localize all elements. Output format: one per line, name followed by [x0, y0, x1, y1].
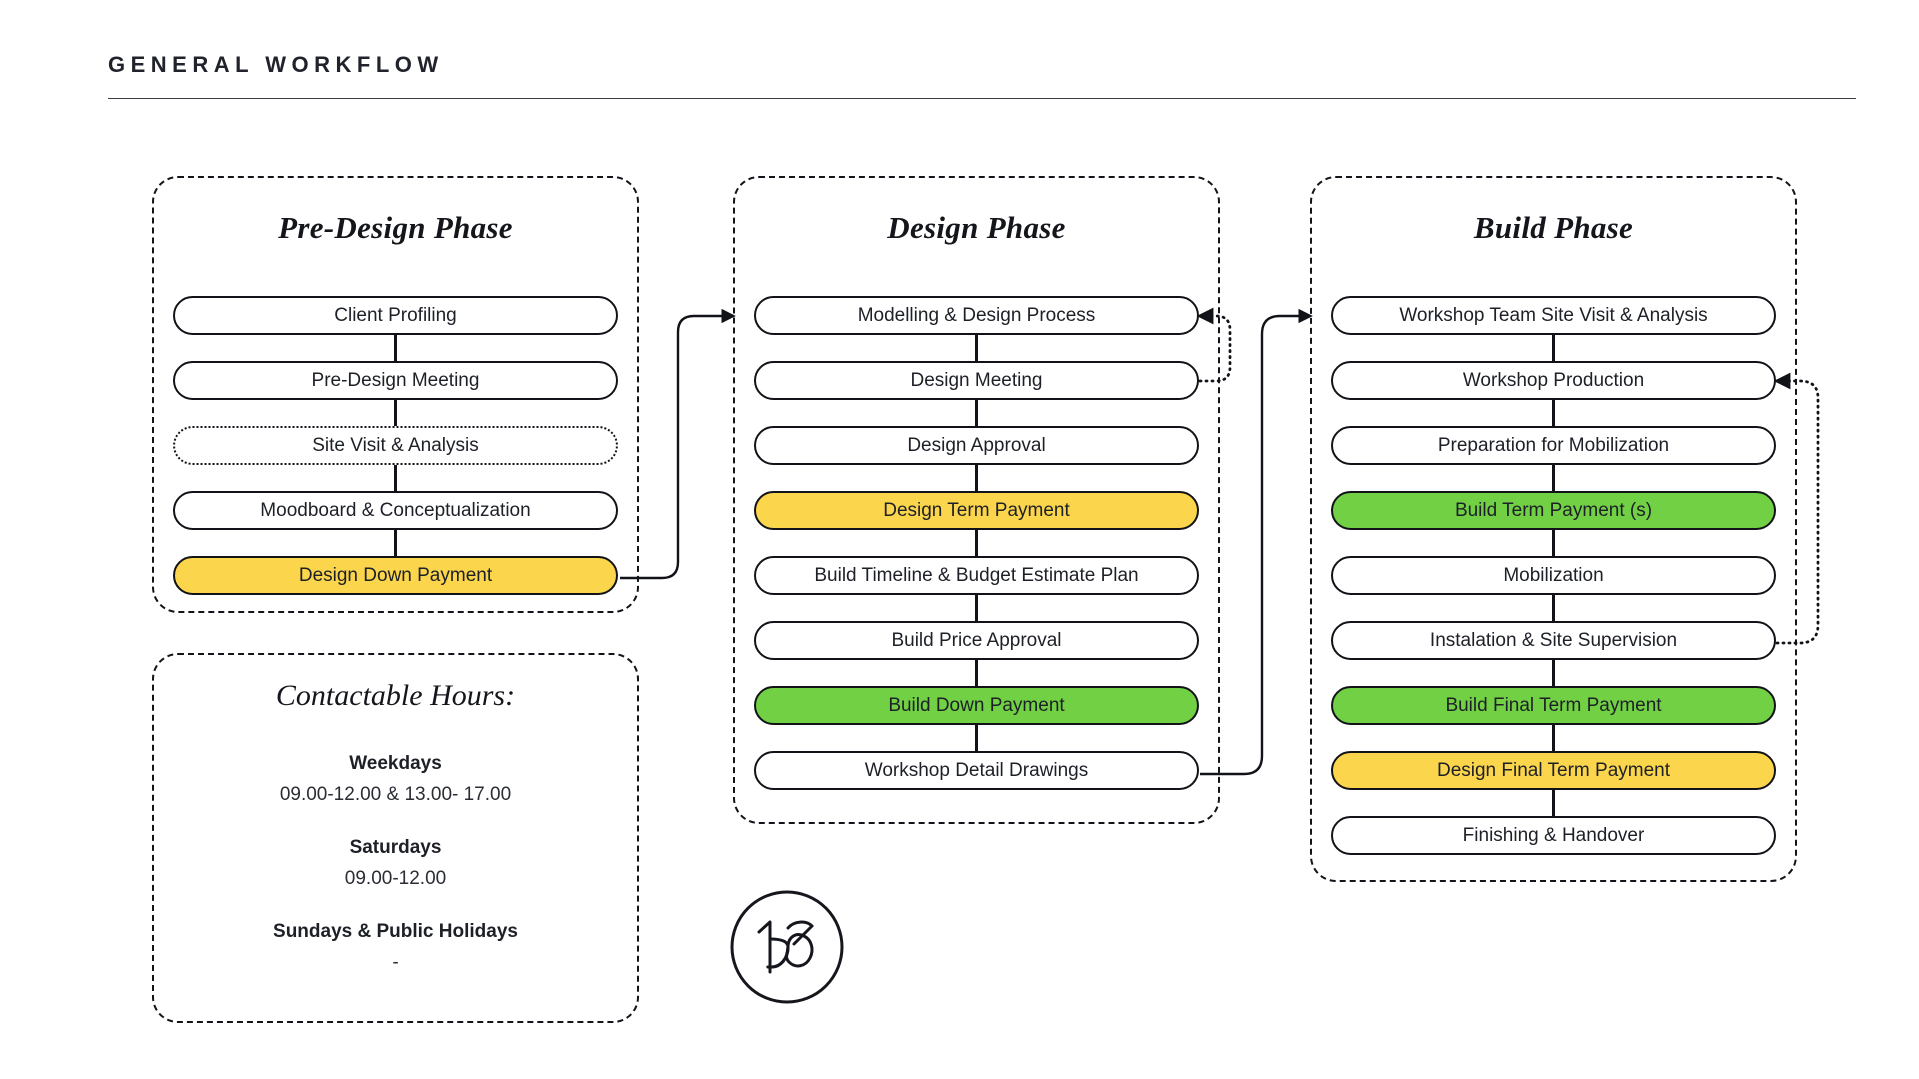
step-connector [1552, 790, 1555, 816]
phase-title-build: Build Phase [1473, 210, 1634, 245]
step-connector [975, 725, 978, 751]
step-label: Mobilization [1503, 564, 1604, 586]
step-label: Build Timeline & Budget Estimate Plan [814, 564, 1139, 586]
step-label: Modelling & Design Process [857, 304, 1096, 326]
step-connector [975, 595, 978, 621]
step-label: Preparation for Mobilization [1437, 434, 1670, 456]
hours-time-value: 09.00-12.00 [344, 868, 447, 889]
hours-group-sundays: Sundays & Public Holidays - [154, 921, 637, 974]
step-pill[interactable]: Finishing & Handover [1331, 816, 1776, 855]
step-pill[interactable]: Mobilization [1331, 556, 1776, 595]
step-label: Site Visit & Analysis [312, 434, 479, 456]
step-connector [975, 465, 978, 491]
step-label: Design Meeting [910, 369, 1043, 391]
step-label: Pre-Design Meeting [311, 369, 480, 391]
hours-day-label: Saturdays [349, 837, 442, 858]
hours-day-label: Sundays & Public Holidays [273, 921, 518, 942]
step-connector [1552, 465, 1555, 491]
hours-day-label: Weekdays [349, 753, 442, 774]
step-pill[interactable]: Site Visit & Analysis [173, 426, 618, 465]
step-connector [975, 530, 978, 556]
step-pill[interactable]: Design Down Payment [173, 556, 618, 595]
page-header: GENERAL WORKFLOW [108, 52, 1856, 99]
step-pill[interactable]: Workshop Detail Drawings [754, 751, 1199, 790]
step-label: Moodboard & Conceptualization [260, 499, 531, 521]
step-pill[interactable]: Client Profiling [173, 296, 618, 335]
step-connector [1552, 335, 1555, 361]
step-connector [1552, 595, 1555, 621]
hours-group-saturdays: Saturdays 09.00-12.00 [154, 837, 637, 890]
step-label: Instalation & Site Supervision [1429, 629, 1678, 651]
phase-title-design: Design Phase [887, 210, 1066, 245]
step-pill[interactable]: Instalation & Site Supervision [1331, 621, 1776, 660]
header-divider [108, 98, 1856, 99]
step-label: Build Price Approval [891, 629, 1062, 651]
step-pill[interactable]: Build Final Term Payment [1331, 686, 1776, 725]
step-connector [394, 530, 397, 556]
step-label: Build Final Term Payment [1445, 694, 1662, 716]
step-label: Workshop Production [1462, 369, 1645, 391]
brand-logo-icon [730, 890, 844, 1004]
step-label: Workshop Team Site Visit & Analysis [1399, 304, 1708, 326]
step-connector [394, 400, 397, 426]
page-title: GENERAL WORKFLOW [108, 52, 444, 77]
step-connector [1552, 530, 1555, 556]
hours-time-value: - [392, 952, 399, 973]
step-label: Design Down Payment [298, 564, 493, 586]
step-pill[interactable]: Build Timeline & Budget Estimate Plan [754, 556, 1199, 595]
hours-time-value: 09.00-12.00 & 13.00- 17.00 [279, 784, 512, 805]
step-connector [1552, 660, 1555, 686]
step-label: Client Profiling [334, 304, 457, 326]
step-connector [975, 335, 978, 361]
step-pill[interactable]: Design Meeting [754, 361, 1199, 400]
step-connector [394, 465, 397, 491]
step-connector [394, 335, 397, 361]
step-label: Workshop Detail Drawings [864, 759, 1089, 781]
step-label: Design Term Payment [883, 499, 1070, 521]
contactable-hours-title: Contactable Hours: [275, 679, 516, 712]
step-pill[interactable]: Design Term Payment [754, 491, 1199, 530]
phase-title-pre-design: Pre-Design Phase [278, 210, 513, 245]
contactable-hours-card: Contactable Hours: Weekdays 09.00-12.00 … [152, 653, 639, 1023]
step-label: Design Approval [907, 434, 1046, 456]
hours-group-weekdays: Weekdays 09.00-12.00 & 13.00- 17.00 [154, 753, 637, 806]
step-pill[interactable]: Build Down Payment [754, 686, 1199, 725]
step-pill[interactable]: Preparation for Mobilization [1331, 426, 1776, 465]
step-connector [975, 660, 978, 686]
step-label: Build Down Payment [888, 694, 1065, 716]
step-pill[interactable]: Workshop Production [1331, 361, 1776, 400]
step-pill[interactable]: Design Approval [754, 426, 1199, 465]
step-pill[interactable]: Build Term Payment (s) [1331, 491, 1776, 530]
step-connector [1552, 400, 1555, 426]
step-pill[interactable]: Pre-Design Meeting [173, 361, 618, 400]
step-pill[interactable]: Moodboard & Conceptualization [173, 491, 618, 530]
step-pill[interactable]: Workshop Team Site Visit & Analysis [1331, 296, 1776, 335]
step-label: Design Final Term Payment [1436, 759, 1671, 781]
step-connector [1552, 725, 1555, 751]
step-pill[interactable]: Build Price Approval [754, 621, 1199, 660]
step-pill[interactable]: Modelling & Design Process [754, 296, 1199, 335]
step-connector [975, 400, 978, 426]
step-label: Finishing & Handover [1462, 824, 1645, 846]
phase-box-build: Build Phase Workshop Team Site Visit & A… [1310, 176, 1797, 882]
step-label: Build Term Payment (s) [1454, 499, 1653, 521]
step-pill[interactable]: Design Final Term Payment [1331, 751, 1776, 790]
